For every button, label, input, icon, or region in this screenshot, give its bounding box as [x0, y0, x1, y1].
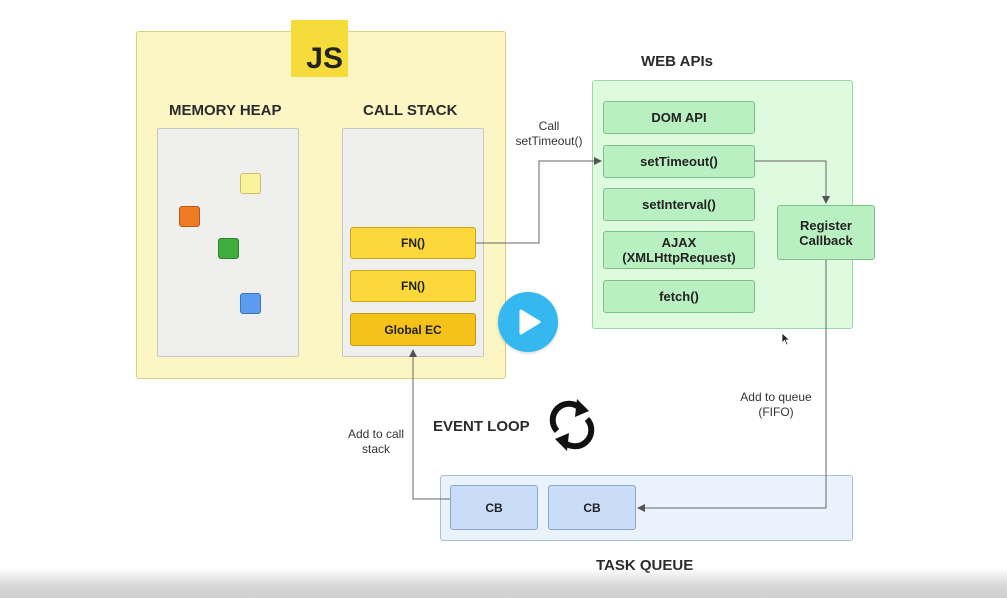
heap-object-yellow: [240, 173, 261, 194]
web-apis-title: WEB APIs: [641, 53, 713, 70]
js-logo: JS: [291, 20, 348, 77]
call-stack-title: CALL STACK: [363, 102, 458, 119]
stack-frame-fn-top: FN(): [350, 227, 476, 259]
web-api-fetch: fetch(): [603, 280, 755, 313]
heap-object-blue: [240, 293, 261, 314]
call-settimeout-label: Call setTimeout(): [515, 119, 583, 148]
web-api-dom: DOM API: [603, 101, 755, 134]
play-icon: [519, 309, 541, 335]
stack-frame-global-ec: Global EC: [350, 313, 476, 346]
web-api-setinterval: setInterval(): [603, 188, 755, 221]
task-queue-cb-2: CB: [548, 485, 636, 530]
web-api-settimeout: setTimeout(): [603, 145, 755, 178]
video-bottom-bar: [0, 568, 1007, 598]
task-queue-cb-1: CB: [450, 485, 538, 530]
heap-object-orange: [179, 206, 200, 227]
web-api-ajax: AJAX (XMLHttpRequest): [603, 231, 755, 269]
add-to-call-stack-label: Add to call stack: [347, 427, 405, 456]
js-logo-text: JS: [306, 42, 343, 75]
heap-object-green: [218, 238, 239, 259]
stack-frame-fn: FN(): [350, 270, 476, 302]
memory-heap-title: MEMORY HEAP: [169, 102, 282, 119]
add-to-queue-label: Add to queue (FIFO): [740, 390, 812, 419]
register-callback-box: Register Callback: [777, 205, 875, 260]
event-loop-cycle-icon: [549, 399, 595, 451]
event-loop-title: EVENT LOOP: [433, 418, 530, 435]
play-button[interactable]: [498, 292, 558, 352]
mouse-cursor-icon: [781, 332, 791, 346]
